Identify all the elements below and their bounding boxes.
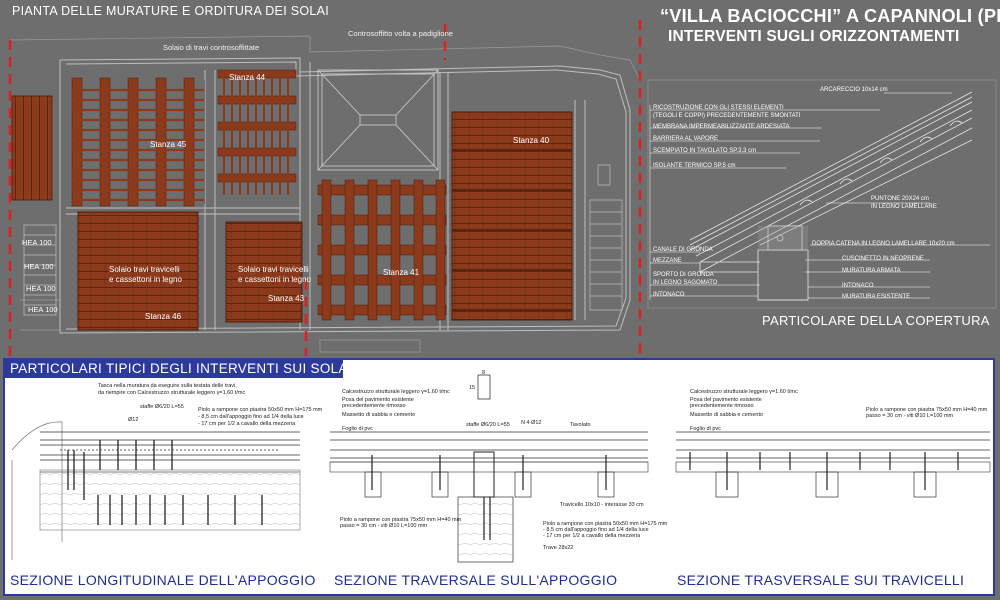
note-posa-2: precedentemente rimosso <box>342 403 406 409</box>
note-piolo-c-2: - 8,5 cm dall'appoggio fino ad 1/4 della… <box>543 527 649 533</box>
roof-label-barriera: BARRIERA AL VAPORE <box>653 136 719 142</box>
roof-label-membrana: MEMBRANA IMPERMEABILIZZANTE ARDESIATA <box>653 124 790 130</box>
roof-label-intonaco-left: INTONACO <box>653 292 685 298</box>
roof-label-puntone: PUNTONE 20X24 cm <box>871 196 929 202</box>
room-solaio-line1-b: Solaio travi travicelli <box>238 265 309 274</box>
note-posa-3b: precedentemente rimosso <box>690 403 754 409</box>
roof-label-ricostruzione: RICOSTRUZIONE CON GLI STESSI ELEMENTI <box>653 105 784 111</box>
note-piolo-c: Piolo a rampone con piastra 50x50 mm H=1… <box>543 521 668 527</box>
room-solaio-line1: Solaio travi travicelli <box>109 265 180 274</box>
note-cls-3: Calcestruzzo strutturale leggero γ=1.60 … <box>690 389 798 395</box>
note-dim-h: 15 <box>469 385 476 391</box>
room-label-44: Stanza 44 <box>229 73 266 82</box>
note-posa: Posa del pavimento esistente <box>342 397 414 403</box>
room-label-45: Stanza 45 <box>150 140 187 149</box>
section-caption-transverse-support: SEZIONE TRAVERSALE SULL'APPOGGIO <box>334 572 618 588</box>
roof-label-sporto: SPORTO DI GRONDA <box>653 272 714 278</box>
plan-label-controsoffitto: Controsoffitto volta a padiglione <box>348 29 453 38</box>
plan-title: PIANTA DELLE MURATURE E ORDITURA DEI SOL… <box>12 4 330 18</box>
note-piolo: Piolo a rampone con piastra 50x50 mm H=1… <box>198 407 323 413</box>
roof-label-isolante: ISOLANTE TERMICO SP.5 cm <box>653 163 736 169</box>
note-trave: Trave 28x22 <box>543 545 574 551</box>
roof-label-muratura-esistente: MURATURA ESISTENTE <box>842 294 911 300</box>
roof-label-cuscinetto: CUSCINETTO IN NEOPRENE <box>842 256 924 262</box>
page-subtitle: INTERVENTI SUGLI ORIZZONTAMENTI <box>668 28 960 45</box>
note-tasca-2: da riempire con Calcestruzzo strutturale… <box>98 390 246 396</box>
note-massetto-3: Massetto di sabbia e cemento <box>690 412 764 418</box>
note-piolo-2: - 8,5 cm dall'appoggio fino ad 1/4 della… <box>198 414 304 420</box>
hea-label: HEA 100 <box>28 305 58 314</box>
note-foglio-3: Foglio di pvc <box>690 426 721 432</box>
hea-label: HEA 100 <box>26 284 56 293</box>
note-phi12: Ø12 <box>128 417 139 423</box>
roof-label-puntone-2: IN LEGNO LAMELLARE <box>871 204 937 210</box>
note-tavolato: Tavolato <box>570 422 591 428</box>
roof-label-scempiato: SCEMPIATO IN TAVOLATO SP.3.3 cm <box>653 148 757 154</box>
roof-label-mezzane: MEZZANE <box>653 258 682 264</box>
hea-label: HEA 100 <box>22 238 52 247</box>
note-posa-3: Posa del pavimento esistente <box>690 397 762 403</box>
roof-label-ricostruzione-2: (TEGOLI E COPPI) PRECEDENTEMENTE SMONTAT… <box>653 113 801 119</box>
note-piolo-c-3: - 17 cm per 1/2 a cavallo della mezzeria <box>543 533 641 539</box>
roof-label-muratura-armata: MURATURA ARMATA <box>842 268 901 274</box>
note-cls: Calcestruzzo strutturale leggero γ=1.60 … <box>342 389 450 395</box>
room-label-46: Stanza 46 <box>145 312 182 321</box>
note-massetto: Massetto di sabbia e cemento <box>342 412 416 418</box>
hea-label: HEA 100 <box>24 262 54 271</box>
note-travicello: Travicello 10x10 - interasse 33 cm <box>560 502 644 508</box>
roof-label-sporto-2: IN LEGNO SAGOMATO <box>653 280 718 286</box>
room-label-43: Stanza 43 <box>268 294 305 303</box>
roof-detail-drawing <box>647 79 997 309</box>
note-n4: N 4 Ø12 <box>521 420 542 426</box>
note-piolo-3b: passo = 30 cm - viti Ø10 L=100 mm <box>866 413 954 419</box>
note-dim-b: 8 <box>482 370 486 376</box>
note-piolo-3: - 17 cm per 1/2 a cavallo della mezzeria <box>198 421 296 427</box>
roof-label-canale: CANALE DI GRONDA <box>653 247 713 253</box>
section-caption-longitudinal: SEZIONE LONGITUDINALE DELL'APPOGGIO <box>10 572 316 588</box>
page-title: “VILLA BACIOCCHI” A CAPANNOLI (PI) <box>660 6 1000 26</box>
details-header-bar <box>3 358 343 378</box>
room-label-40: Stanza 40 <box>513 136 550 145</box>
room-label-41: Stanza 41 <box>383 268 420 277</box>
note-foglio: Foglio di pvc <box>342 426 373 432</box>
roof-label-doppia-catena: DOPPIA CATENA IN LEGNO LAMELLARE 10x20 c… <box>812 241 955 247</box>
room-solaio-line2-b: e cassettoni in legno <box>238 275 311 284</box>
roof-label-intonaco-right: INTONACO <box>842 283 874 289</box>
note-staffe: staffe Ø6/20 L=55 <box>140 404 184 410</box>
note-piolo-b: Piolo a rampone con piastra 75x50 mm H=4… <box>340 517 462 523</box>
roof-label-arcareccio: ARCARECCIO 10x14 cm <box>820 87 888 93</box>
note-piolo-3a: Piolo a rampone con piastra 75x50 mm H=4… <box>866 407 988 413</box>
note-piolo-b-2: passo = 30 cm - viti Ø10 L=100 mm <box>340 523 428 529</box>
plan-label-solaio: Solaio di travi controsoffittate <box>163 43 260 52</box>
note-staffe-2: staffe Ø6/20 L=55 <box>466 422 510 428</box>
details-title: PARTICOLARI TIPICI DEGLI INTERVENTI SUI … <box>10 361 352 376</box>
note-tasca: Tasca nella muratura da eseguire sulla t… <box>98 383 237 389</box>
room-solaio-line2: e cassettoni in legno <box>109 275 182 284</box>
roof-detail-caption: PARTICOLARE DELLA COPERTURA <box>762 313 990 328</box>
section-caption-transverse-joists: SEZIONE TRASVERSALE SUI TRAVICELLI <box>677 572 965 588</box>
